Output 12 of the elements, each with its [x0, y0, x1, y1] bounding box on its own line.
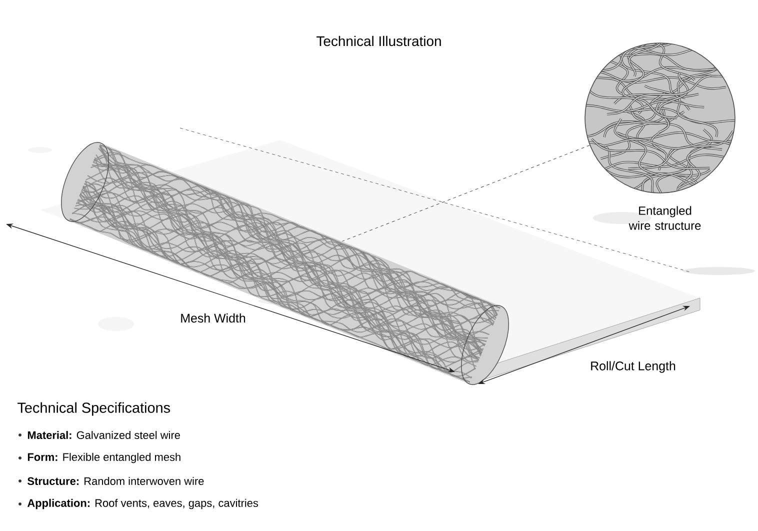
spec-item: Material: Galvanized steel wire: [28, 430, 180, 440]
spec-item: Form: Flexible entangled mesh: [28, 452, 180, 464]
spec-item: Structure: Random interwoven wire: [28, 476, 204, 486]
mesh-roll-drawing: [61, 142, 509, 385]
leader-line: [342, 144, 590, 242]
heading: Technical Specifications: [18, 402, 170, 416]
node-label: Entangled wire structure: [628, 206, 701, 230]
title: Technical Illustration: [316, 36, 441, 46]
dimension-label: Mesh Width: [181, 313, 246, 323]
magnified-detail-drawing: [584, 42, 736, 194]
dimension-label: Roll/Cut Length: [591, 361, 676, 373]
spec-item: Application: Roof vents, eaves, gaps, cavitries: [27, 498, 258, 510]
